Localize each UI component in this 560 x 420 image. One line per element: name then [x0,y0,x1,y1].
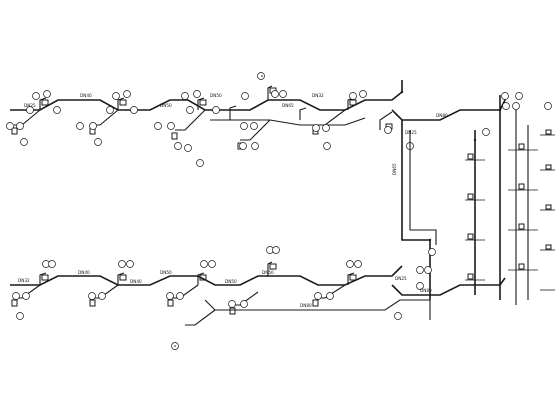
fixture-lower-2 [119,274,127,281]
fixture-upper-9 [171,132,178,140]
label-dn25-u2: DN25 [405,130,417,135]
upper-riser-h [379,111,393,130]
right-riser-stack [465,92,555,305]
upper-branch-3 [175,109,206,131]
fixture-upper-3 [199,99,207,106]
fixture-lower-8 [167,299,174,307]
label-dn50-l3: DN50 [262,270,274,275]
label-dn80-l1: DN80 [300,303,312,308]
label-dn80-u1: DN80 [436,113,448,118]
upper-branch-4 [240,119,271,141]
upper-riser-g [299,107,307,120]
fixture-upper-1 [41,99,49,106]
fixture-lower-4 [269,263,277,270]
lower-branch-3 [170,284,199,299]
upper-riser-a [39,97,47,110]
fixture-upper-7 [11,127,18,135]
lower-riser-e [347,272,355,285]
upper-pipe-system [6,72,506,167]
label-dn50-u2: DN50 [210,93,222,98]
lower-diag-return [185,309,216,326]
label-dn50-u1: DN50 [160,103,172,108]
fixture-lower-1 [41,274,49,281]
label-dn32-l1: DN32 [18,278,30,283]
label-dn65-u1: DN65 [282,103,294,108]
fixture-lower-3 [199,274,207,281]
label-dn40-l2: DN40 [130,279,142,284]
upper-branch-2 [92,109,119,126]
riser-rungs [465,134,555,291]
label-dn40-l1: DN40 [78,270,90,275]
lower-main-pipe [10,265,403,286]
upper-main-right [391,95,506,121]
fixture-upper-2 [119,99,127,106]
upper-riser-b [117,97,125,110]
riser-fixtures [467,129,552,280]
lower-main-right [391,277,506,296]
fixture-lower-5 [349,274,357,281]
label-dn40-u1: DN40 [80,93,92,98]
upper-branch-6 [210,117,366,126]
label-dn80-l2: DN80 [420,288,432,293]
upper-callouts [6,72,414,167]
lower-riser-d [267,261,273,276]
lower-riser-b [117,272,125,285]
small-marks [174,75,502,347]
lower-riser-a [39,272,47,285]
upper-branch-5 [315,109,346,126]
pipe-size-labels: DN25 DN40 DN50 DN50 DN65 DN32 DN80 DN25 … [18,93,448,308]
upper-riser-d [267,85,273,100]
fixture-lower-6 [11,299,18,307]
label-dn25-u1: DN25 [24,103,36,108]
upper-main-pipe [10,80,403,111]
vertical-connector-2 [409,130,437,245]
lower-pipe-system [10,246,506,350]
label-dn50-l1: DN50 [160,270,172,275]
label-dn65-vert: DN65 [392,163,397,175]
lower-riser-c [197,272,205,285]
fixture-lower-10 [312,299,319,307]
fixture-upper-5 [349,99,357,106]
upper-riser-c [197,97,205,110]
label-dn50-l2: DN50 [225,279,237,284]
label-dn32-u1: DN32 [312,93,324,98]
fixture-lower-9 [229,307,236,315]
label-dn25-l1: DN25 [395,276,407,281]
lower-callouts [12,246,436,350]
upper-riser-f [229,105,237,120]
fixture-lower-7 [89,299,96,307]
riser-callouts [482,92,552,136]
